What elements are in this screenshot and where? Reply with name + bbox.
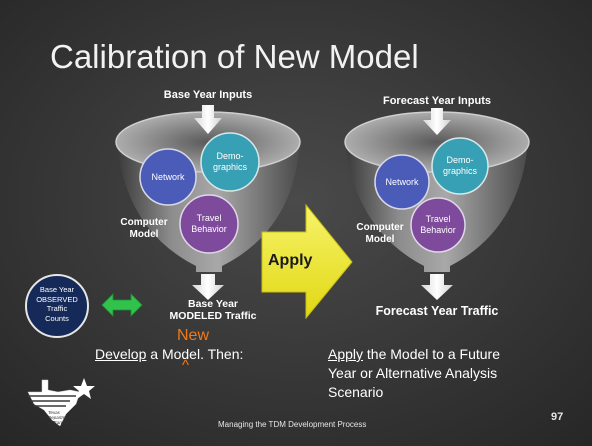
slide-title: Calibration of New Model (50, 38, 419, 75)
right-funnel (344, 108, 530, 300)
footer-text: Managing the TDM Development Process (218, 420, 367, 429)
develop-text: Develop a Model. Then: (95, 345, 243, 364)
logo-text: Texas Department of Transportation (48, 410, 82, 425)
apply-rest: the Model to a Future Year or Alternativ… (328, 346, 500, 400)
apply-arrow (261, 203, 353, 320)
right-input-label: Forecast Year Inputs (382, 95, 491, 107)
left-demographics-circle (200, 132, 260, 192)
green-double-arrow (101, 293, 143, 317)
right-demographics-circle (431, 137, 489, 195)
left-input-label: Base Year Inputs (163, 89, 253, 101)
left-funnel (115, 105, 301, 300)
new-annotation: New (177, 327, 210, 344)
develop-rest: a Model. Then: (146, 346, 244, 362)
apply-label: Apply (268, 252, 313, 269)
develop-word: Develop (95, 346, 147, 362)
right-network-circle (374, 154, 430, 210)
left-travel-label: Travel Behavior (191, 213, 227, 234)
left-computer-model-label: Computer Model (120, 217, 168, 240)
left-output-label: Base Year MODELED Traffic (169, 298, 257, 322)
caret-annotation: ^ (182, 357, 190, 374)
left-network-circle (139, 148, 197, 206)
left-demographics-label: Demo- graphics (212, 151, 248, 172)
txdot-logo (27, 378, 95, 427)
right-computer-model-label: Computer Model (356, 222, 404, 245)
observed-label: Base Year OBSERVED Traffic Counts (36, 285, 78, 323)
left-travel-circle (179, 194, 239, 254)
right-demographics-label: Demo- graphics (442, 155, 478, 176)
left-network-label: Network (151, 172, 185, 182)
observed-circle (25, 274, 89, 338)
right-output-label: Forecast Year Traffic (375, 304, 499, 318)
left-input-arrow (194, 105, 222, 134)
right-travel-label: Travel Behavior (420, 214, 456, 235)
right-output-arrow (421, 274, 453, 300)
right-travel-circle (410, 197, 466, 253)
right-input-arrow (423, 108, 451, 135)
left-output-arrow (192, 274, 224, 300)
apply-word: Apply (328, 346, 364, 362)
star-icon (73, 378, 95, 399)
right-network-label: Network (385, 177, 419, 187)
apply-text: Apply the Model to a Future Year or Alte… (328, 345, 568, 402)
page-number: 97 (551, 411, 564, 423)
